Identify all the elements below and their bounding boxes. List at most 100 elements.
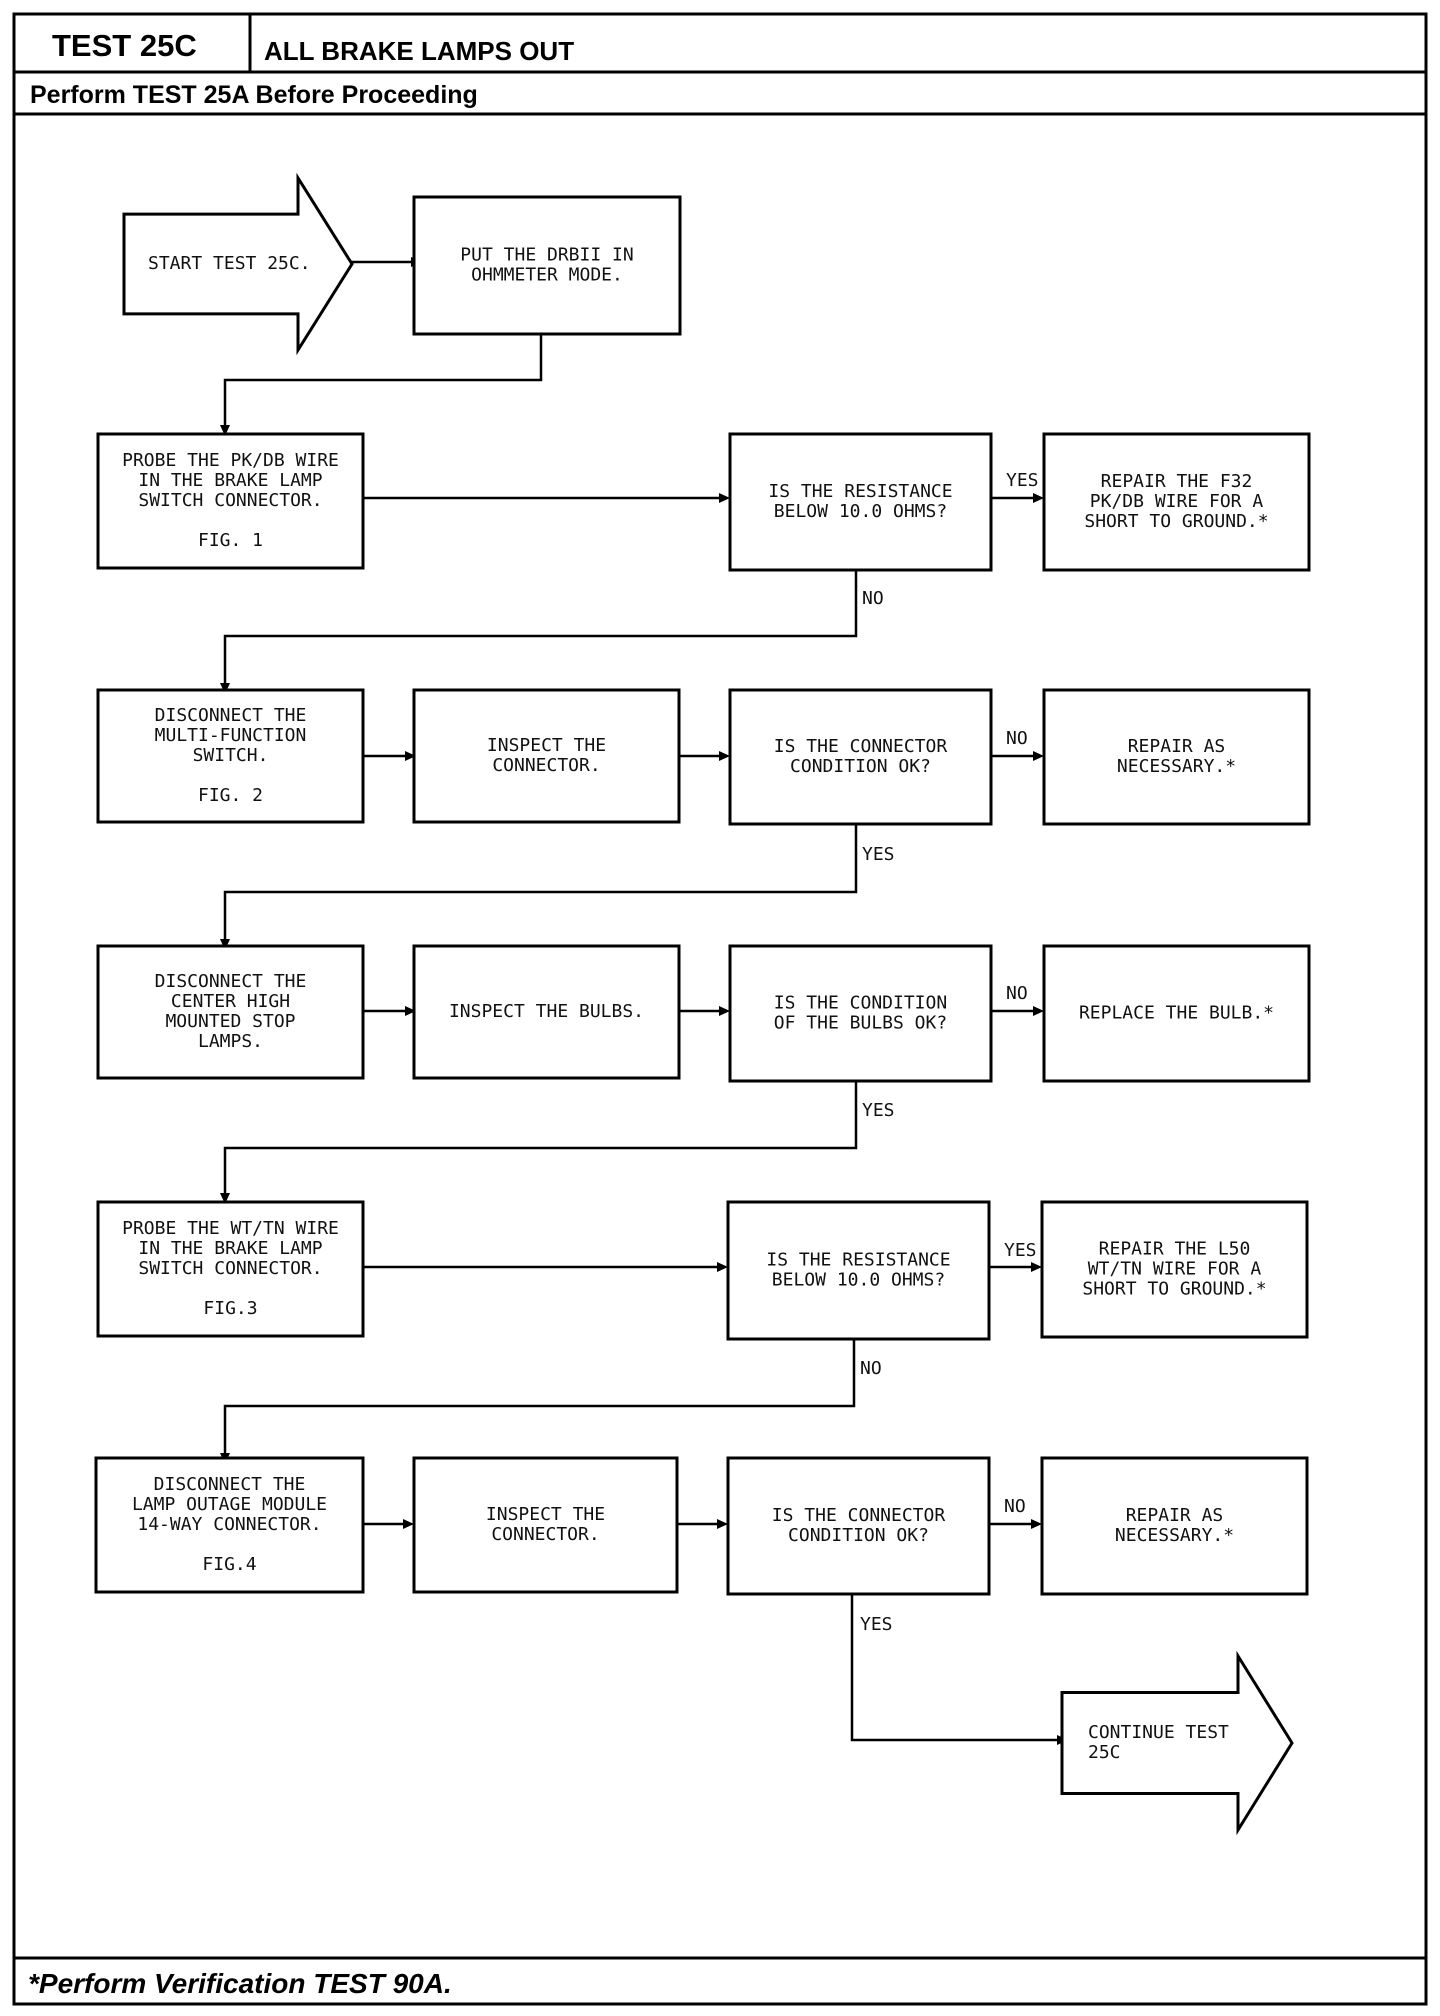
page-frame <box>12 12 1428 2006</box>
step-disconnect-mfs-text-line: FIG. 2 <box>198 785 263 806</box>
step-inspect-bulbs-shape <box>412 944 681 1080</box>
step-probe-wttn-wire-text-line: IN THE BRAKE LAMP <box>138 1238 322 1259</box>
continue-arrow-shape <box>1060 1650 1294 1836</box>
decision-resistance-1-text-line: BELOW 10.0 OHMS? <box>774 501 947 522</box>
step-disconnect-lom-text-line: DISCONNECT THE <box>154 1474 306 1495</box>
decision-connector-2-shape <box>726 1456 991 1596</box>
branch-label-no: NO <box>860 1358 882 1379</box>
action-repair-1-text-line: NECESSARY.* <box>1117 756 1236 777</box>
branch-label-yes: YES <box>1006 470 1039 491</box>
action-repair-2-shape <box>1040 1456 1309 1596</box>
branch-label-no: NO <box>1004 1496 1026 1517</box>
step-probe-wttn-wire-text-line: SWITCH CONNECTOR. <box>138 1258 322 1279</box>
step-disconnect-chmsl-text-line: CENTER HIGH <box>171 991 290 1012</box>
action-repair-2-text-line: REPAIR AS <box>1126 1505 1224 1526</box>
step-inspect-bulbs: INSPECT THE BULBS. <box>412 944 681 1080</box>
test-id: TEST 25C <box>52 28 197 63</box>
step-probe-wttn-wire-text-line: PROBE THE WT/TN WIRE <box>122 1218 339 1239</box>
action-repair-f32-text-line: PK/DB WIRE FOR A <box>1090 491 1264 512</box>
action-repair-l50-shape <box>1040 1200 1309 1339</box>
decision-connector-2-text-line: CONDITION OK? <box>788 1525 929 1546</box>
action-repair-f32-shape <box>1042 432 1311 572</box>
step-inspect-connector-2-shape <box>412 1456 679 1594</box>
action-repair-2-text-line: NECESSARY.* <box>1115 1525 1234 1546</box>
step-disconnect-chmsl-text-line: DISCONNECT THE <box>155 971 307 992</box>
branch-label-yes: YES <box>860 1614 893 1635</box>
step-inspect-connector-1-text-line: CONNECTOR. <box>492 755 600 776</box>
step-inspect-connector-2-text-line: INSPECT THE <box>486 1504 605 1525</box>
action-replace-bulb: REPLACE THE BULB.* <box>1042 944 1311 1083</box>
decision-resistance-1-shape <box>728 432 993 572</box>
action-repair-l50-text-line: WT/TN WIRE FOR A <box>1088 1259 1262 1280</box>
action-repair-l50-text-line: SHORT TO GROUND.* <box>1082 1279 1266 1300</box>
step-disconnect-lom-shape <box>94 1456 365 1594</box>
step-inspect-connector-1-shape <box>412 688 681 824</box>
step-probe-wttn-wire-shape <box>96 1200 365 1338</box>
flowchart-nodes: START TEST 25C. PUT THE DRBII INOHMMETER … <box>94 172 1311 1836</box>
decision-bulb-condition-text-line: IS THE CONDITION <box>774 993 947 1014</box>
step-disconnect-mfs-text-line: MULTI-FUNCTION <box>155 725 307 746</box>
step-drbii-ohmmeter-text-line: PUT THE DRBII IN <box>460 245 633 266</box>
branch-label-no: NO <box>1006 983 1028 1004</box>
step-drbii-ohmmeter-shape <box>412 195 682 336</box>
step-probe-pkdb-wire-shape <box>96 432 365 570</box>
decision-connector-2-text-line: IS THE CONNECTOR <box>772 1505 946 1526</box>
step-inspect-connector-2-text-line: CONNECTOR. <box>491 1524 599 1545</box>
step-disconnect-lom-text-line: 14-WAY CONNECTOR. <box>137 1514 321 1535</box>
decision-resistance-1-text-line: IS THE RESISTANCE <box>768 481 952 502</box>
step-disconnect-chmsl-shape <box>96 944 365 1080</box>
action-repair-l50-text-line: REPAIR THE L50 <box>1099 1239 1251 1260</box>
start-arrow-text-line: START TEST 25C. <box>148 253 311 274</box>
decision-resistance-2-text-line: IS THE RESISTANCE <box>766 1250 950 1271</box>
step-drbii-ohmmeter-text-line: OHMMETER MODE. <box>471 265 623 286</box>
step-disconnect-lom-text-line: LAMP OUTAGE MODULE <box>132 1494 327 1515</box>
start-arrow: START TEST 25C. <box>122 172 354 356</box>
decision-connector-1-shape <box>728 688 993 826</box>
branch-label-yes: YES <box>862 1100 895 1121</box>
decision-connector-1-text-line: IS THE CONNECTOR <box>774 736 948 757</box>
prerequisite-note: Perform TEST 25A Before Proceeding <box>30 81 478 109</box>
start-arrow-shape <box>122 172 354 356</box>
decision-connector-1-text-line: CONDITION OK? <box>790 756 931 777</box>
continue-arrow-text-line: 25C <box>1088 1742 1121 1763</box>
action-repair-1-text-line: REPAIR AS <box>1128 736 1226 757</box>
decision-resistance-2-shape <box>726 1200 991 1341</box>
action-replace-bulb-text-line: REPLACE THE BULB.* <box>1079 1003 1274 1024</box>
step-probe-wttn-wire-text-line: FIG.3 <box>203 1298 257 1319</box>
step-disconnect-chmsl-text-line: LAMPS. <box>198 1031 263 1052</box>
step-disconnect-mfs: DISCONNECT THEMULTI-FUNCTIONSWITCH.FIG. … <box>96 688 365 824</box>
action-repair-f32-text-line: SHORT TO GROUND.* <box>1084 511 1268 532</box>
step-inspect-connector-1-text-line: INSPECT THE <box>487 735 606 756</box>
branch-label-yes: YES <box>862 844 895 865</box>
step-probe-pkdb-wire-text-line: FIG. 1 <box>198 530 263 551</box>
action-replace-bulb-shape <box>1042 944 1311 1083</box>
decision-bulb-condition-text-line: OF THE BULBS OK? <box>774 1013 947 1034</box>
test-title: ALL BRAKE LAMPS OUT <box>264 36 574 66</box>
connectors <box>220 257 1068 1745</box>
decision-resistance-2-text-line: BELOW 10.0 OHMS? <box>772 1270 945 1291</box>
footer-note: *Perform Verification TEST 90A. <box>28 1968 452 1999</box>
branch-label-no: NO <box>862 588 884 609</box>
branch-labels: YES NO NO YES NO YES YES NO NO YES <box>860 470 1039 1635</box>
step-disconnect-mfs-text-line: DISCONNECT THE <box>155 705 307 726</box>
step-probe-pkdb-wire-text-line: IN THE BRAKE LAMP <box>138 470 322 491</box>
step-probe-pkdb-wire-text-line: SWITCH CONNECTOR. <box>138 490 322 511</box>
branch-label-yes: YES <box>1004 1240 1037 1261</box>
step-inspect-bulbs-text-line: INSPECT THE BULBS. <box>449 1001 644 1022</box>
step-probe-pkdb-wire-text-line: PROBE THE PK/DB WIRE <box>122 450 339 471</box>
